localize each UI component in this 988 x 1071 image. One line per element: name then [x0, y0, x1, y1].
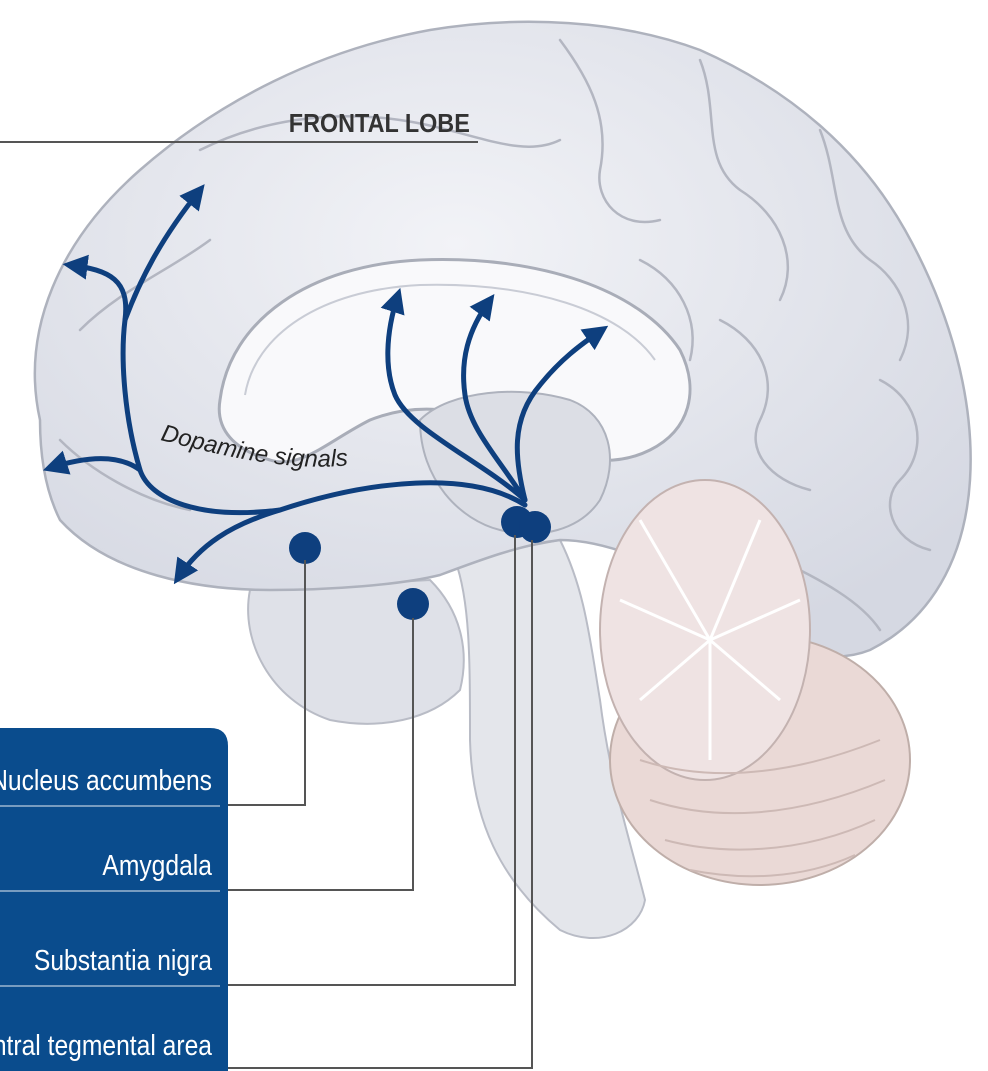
vta-dot — [519, 511, 551, 543]
amygdala-label: Amygdala — [102, 849, 212, 881]
amygdala-dot — [397, 588, 429, 620]
nucleus-accumbens-label: Nucleus accumbens — [0, 764, 212, 796]
substantia-nigra-label: Substantia nigra — [34, 944, 212, 976]
temporal-lobe — [248, 580, 464, 724]
ventral-tegmental-area-label: Ventral tegmental area — [0, 1029, 212, 1061]
frontal-lobe-label: FRONTAL LOBE — [289, 110, 470, 138]
nucleus-accumbens-dot — [289, 532, 321, 564]
